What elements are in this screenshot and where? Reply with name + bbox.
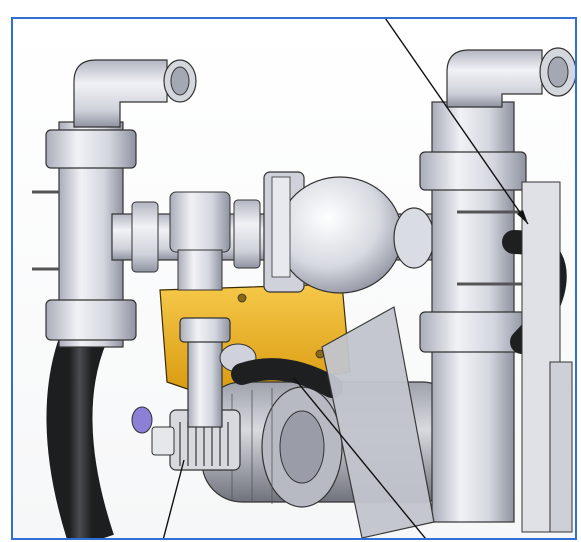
pump-assembly-drawing <box>32 19 575 538</box>
leader-line-bottom-right <box>293 377 426 538</box>
rear-frame <box>521 181 573 533</box>
leader-line-top <box>384 19 529 225</box>
left-hose <box>46 322 114 538</box>
pump-housing-ball <box>263 171 435 294</box>
leader-lines <box>162 19 529 538</box>
leader-arrowhead-top <box>517 210 528 224</box>
leader-line-bottom-left <box>162 459 185 538</box>
right-vertical-pipe <box>419 47 575 523</box>
center-hose <box>231 358 343 398</box>
support-plate <box>321 306 435 538</box>
finned-valve-body <box>131 406 241 471</box>
illustration-frame <box>11 17 577 540</box>
